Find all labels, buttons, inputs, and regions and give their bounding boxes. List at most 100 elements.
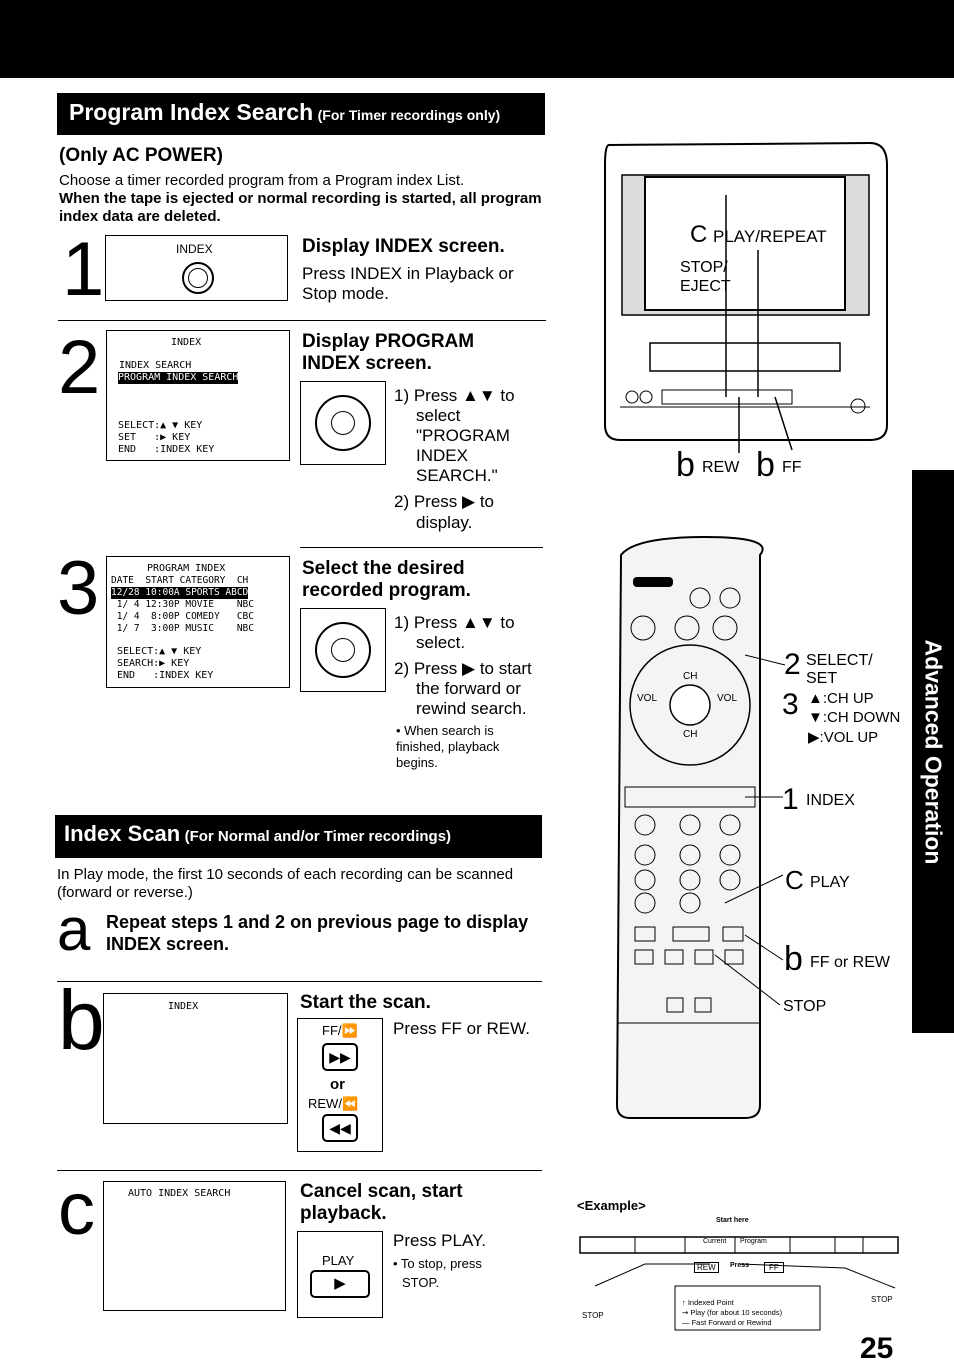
- step-3-note: • When search is finished, playback begi…: [396, 723, 500, 770]
- tape-bar: [579, 1236, 899, 1254]
- tv-label-eject: EJECT: [680, 278, 731, 295]
- step-b-button-box: FF/⏩ ▶▶ or REW/⏪ ◀◀: [297, 1018, 383, 1152]
- remote-body: [615, 535, 764, 1119]
- banner-title: Index Scan: [64, 821, 181, 846]
- divider: [300, 547, 543, 548]
- transport-button: [694, 949, 714, 965]
- screen-line: INDEX SEARCH: [119, 360, 192, 371]
- ff-label: FF/⏩: [322, 1023, 358, 1038]
- dpad-center: [331, 638, 355, 662]
- step-3-screen: PROGRAM INDEX DATE START CATEGORY CH 12/…: [106, 556, 290, 688]
- example-rew: REW: [694, 1262, 719, 1273]
- vol-right-label: VOL: [717, 693, 737, 704]
- banner-subtitle: (For Timer recordings only): [317, 107, 501, 123]
- num-button: [679, 814, 701, 836]
- num-button: [634, 844, 656, 866]
- remote-label-volup: ▶:VOL UP: [808, 729, 879, 746]
- example-ff: FF: [764, 1262, 784, 1273]
- example-diagram: [579, 1236, 899, 1331]
- dpad-icon: [315, 622, 371, 678]
- ff-line: [844, 1267, 896, 1289]
- section-banner-program-index: Program Index Search (For Timer recordin…: [57, 93, 545, 135]
- index-scan-intro: In Play mode, the first 10 seconds of ea…: [57, 866, 514, 901]
- screen-line: 1/ 7 3:00P MUSIC NBC: [111, 623, 254, 634]
- play-button-icon: ▶: [310, 1270, 370, 1298]
- rewind-line: [594, 1263, 646, 1287]
- or-label: or: [330, 1076, 345, 1093]
- step-c-button-box: PLAY ▶: [297, 1231, 383, 1318]
- transport-button: [724, 949, 744, 965]
- remote-label-set: SET: [806, 670, 838, 687]
- ch-up-label: CH: [683, 671, 697, 682]
- tv-label-c: C: [690, 221, 708, 248]
- step-c-note2: STOP.: [402, 1275, 440, 1290]
- step-3-dpad-box: [300, 608, 386, 692]
- step-2-item1: 1) Press ▲▼ to: [394, 386, 515, 405]
- control-knob: [850, 398, 866, 414]
- example-title: <Example>: [577, 1198, 646, 1213]
- remote-label-ffrew: FF or REW: [810, 954, 890, 971]
- pointer-line: [714, 954, 781, 1006]
- top-bar: [0, 0, 954, 78]
- step-c-title: Cancel scan, start playback.: [300, 1181, 463, 1224]
- step-1-text: Press INDEX in Playback or Stop mode.: [302, 264, 514, 303]
- screen-line: END :INDEX KEY: [117, 670, 214, 681]
- num-button: [634, 869, 656, 891]
- step-3-number: 3: [57, 546, 100, 631]
- remote-label-index: INDEX: [806, 792, 855, 809]
- screen-line-highlight: PROGRAM INDEX SEARCH: [118, 372, 239, 384]
- step-1-number: 1: [62, 227, 105, 312]
- screen-line-highlight: 12/28 10:00A SPORTS ABCD: [111, 587, 249, 599]
- power-note: (Only AC POWER): [59, 145, 223, 166]
- ff-button-icon: ▶▶: [322, 1043, 358, 1071]
- remote-label-play: PLAY: [810, 874, 850, 891]
- step-2-dpad-box: [300, 381, 386, 465]
- step-b-text: Press FF or REW.: [393, 1019, 530, 1038]
- step-3-item2-rest: the forward or rewind search.: [416, 679, 527, 718]
- remote-button: [712, 615, 738, 641]
- remote-label-chdown: ▼:CH DOWN: [808, 709, 901, 726]
- legend-box: [674, 1285, 821, 1331]
- example-press: Press: [730, 1262, 750, 1269]
- step-3-item1: 1) Press ▲▼ to: [394, 613, 515, 632]
- screen-line: SELECT:▲ ▼ KEY: [118, 420, 203, 431]
- tv-label-stop: STOP/: [680, 259, 728, 276]
- num-button: [679, 869, 701, 891]
- step-2-title: Display PROGRAM INDEX screen.: [302, 331, 475, 374]
- tv-label-playrepeat: PLAY/REPEAT: [713, 227, 827, 246]
- transport-button: [722, 926, 744, 942]
- ch-down-label: CH: [683, 729, 697, 740]
- step-c-screen: AUTO INDEX SEARCH: [103, 1181, 286, 1311]
- num-button: [679, 892, 701, 914]
- transport-button: [664, 949, 684, 965]
- example-stop-left: STOP: [582, 1311, 604, 1320]
- section-banner-index-scan: Index Scan (For Normal and/or Timer reco…: [55, 815, 542, 858]
- remote-label-3: 3: [782, 688, 799, 721]
- step-2-screen: INDEX INDEX SEARCH PROGRAM INDEX SEARCH …: [106, 330, 290, 461]
- index-button-icon: [182, 262, 214, 294]
- divider: [57, 981, 542, 982]
- vcr-buttons: [661, 389, 793, 405]
- index-button-inner: [188, 268, 208, 288]
- tv-vcr-illustration: [604, 141, 888, 453]
- step-a-text: Repeat steps 1 and 2 on previous page to…: [106, 912, 529, 954]
- screen-line: INDEX: [168, 1001, 199, 1012]
- step-3-title: Select the desired recorded program.: [302, 558, 471, 601]
- num-button: [679, 844, 701, 866]
- dpad-center: [331, 411, 355, 435]
- step-c-note1: • To stop, press: [393, 1256, 482, 1271]
- rew-label: REW/⏪: [308, 1096, 359, 1111]
- step-c-text: Press PLAY.: [393, 1231, 486, 1250]
- counter-button: [694, 997, 712, 1013]
- step-b-screen: INDEX: [103, 993, 288, 1124]
- legend-play: ⇝ Play (for about 10 seconds): [682, 1308, 783, 1317]
- control-knob: [639, 390, 653, 404]
- pointer-line: [744, 934, 784, 961]
- pointer-line: [774, 396, 793, 451]
- example-current: Current: [703, 1238, 727, 1245]
- num-button: [719, 869, 741, 891]
- legend-indexed: ↑ Indexed Point: [682, 1298, 734, 1307]
- tv-body: [604, 141, 888, 441]
- rec-button: [666, 997, 684, 1013]
- tv-label-rew: REW: [702, 459, 740, 476]
